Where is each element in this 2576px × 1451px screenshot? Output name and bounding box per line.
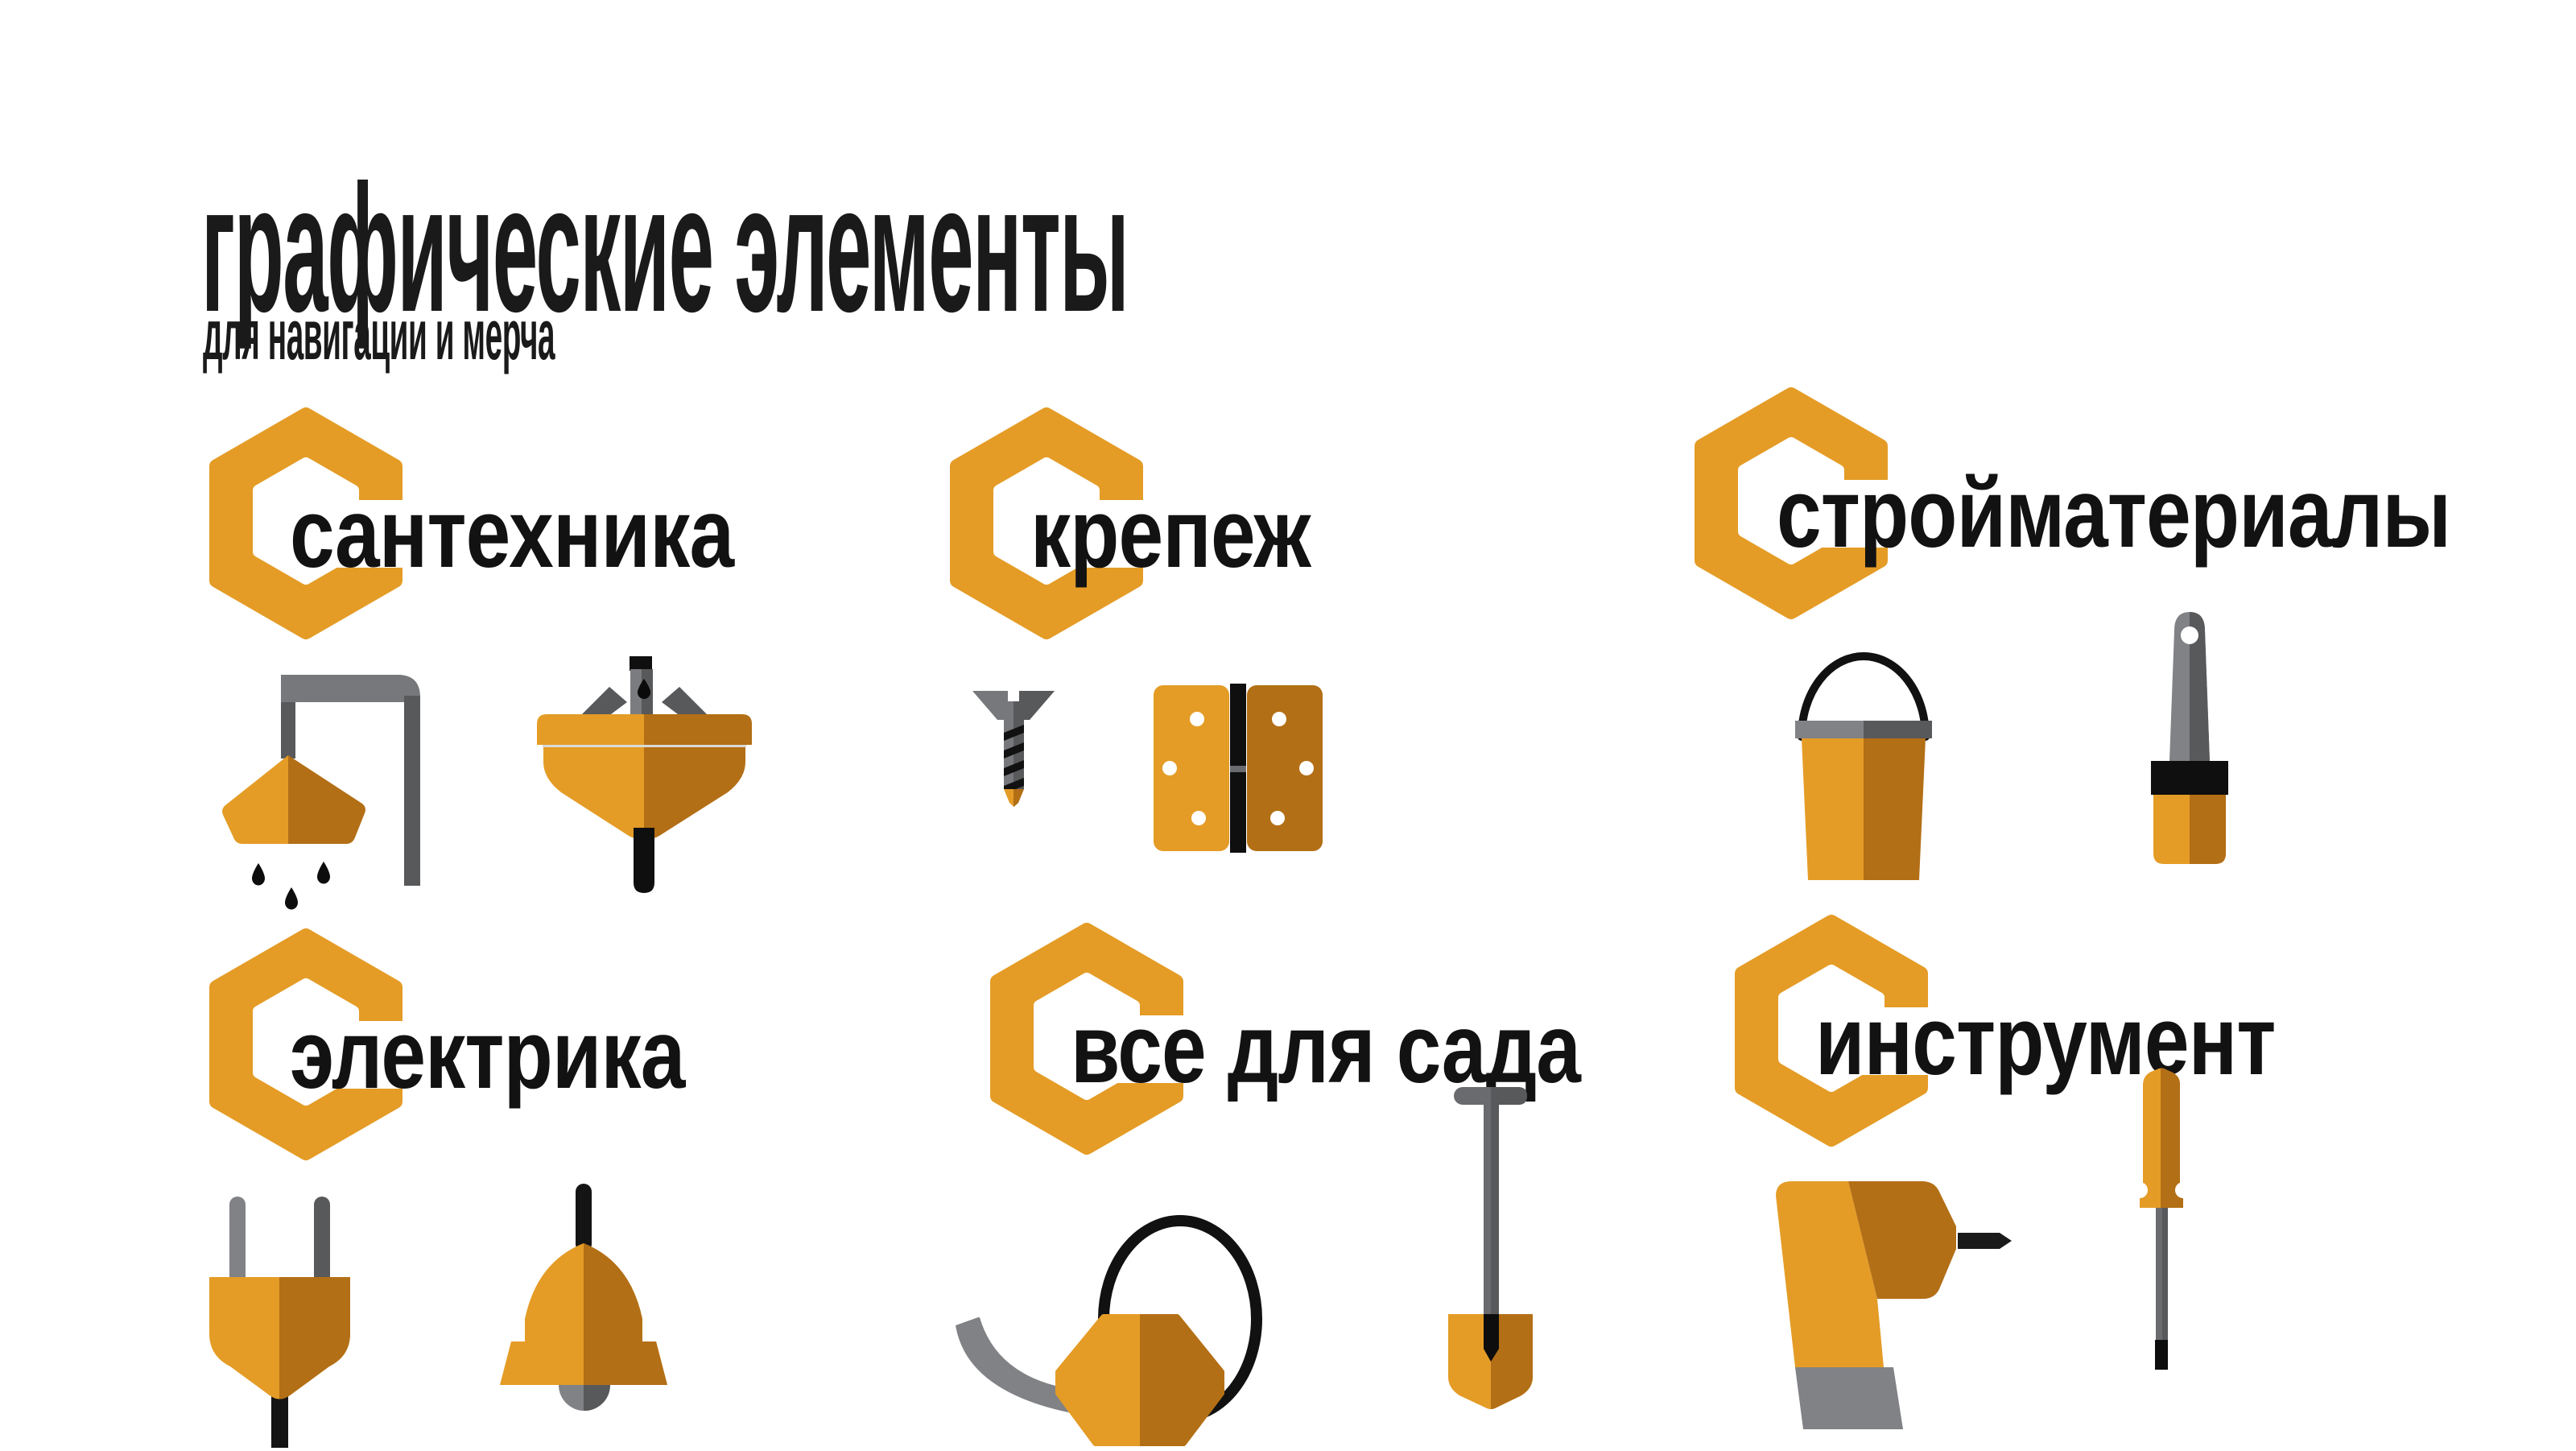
category-label: сантехника	[290, 478, 734, 588]
category-label: инструмент	[1815, 986, 2276, 1095]
category-label: электрика	[290, 999, 685, 1109]
bell-icon	[500, 1184, 667, 1411]
category-label: все для сада	[1071, 994, 1581, 1103]
page-subtitle: для навигации и мерча	[203, 295, 555, 374]
sink-icon	[537, 656, 752, 893]
hex-c-logo-icon	[209, 407, 413, 639]
hex-c-logo-icon	[1735, 915, 1938, 1147]
shower-icon	[222, 675, 420, 910]
drill-icon	[1776, 1181, 2012, 1429]
category-label: стройматериалы	[1777, 458, 2451, 568]
hex-c-logo-icon	[950, 407, 1154, 639]
paint-brush-icon	[2151, 612, 2228, 864]
page-title: графические элементы	[201, 147, 1129, 349]
hex-c-logo-icon	[209, 928, 413, 1160]
plug-icon	[209, 1197, 350, 1448]
category-label: крепеж	[1030, 478, 1311, 588]
hinge-icon	[1154, 684, 1323, 853]
hex-c-logo-icon	[990, 923, 1194, 1155]
watering-can-icon	[956, 1215, 1262, 1446]
paint-bucket-icon	[1795, 652, 1932, 880]
screwdriver-icon	[2132, 1068, 2191, 1370]
hex-c-logo-icon	[1695, 387, 1898, 619]
screw-icon	[972, 691, 1055, 807]
shovel-icon	[1448, 1087, 1533, 1409]
